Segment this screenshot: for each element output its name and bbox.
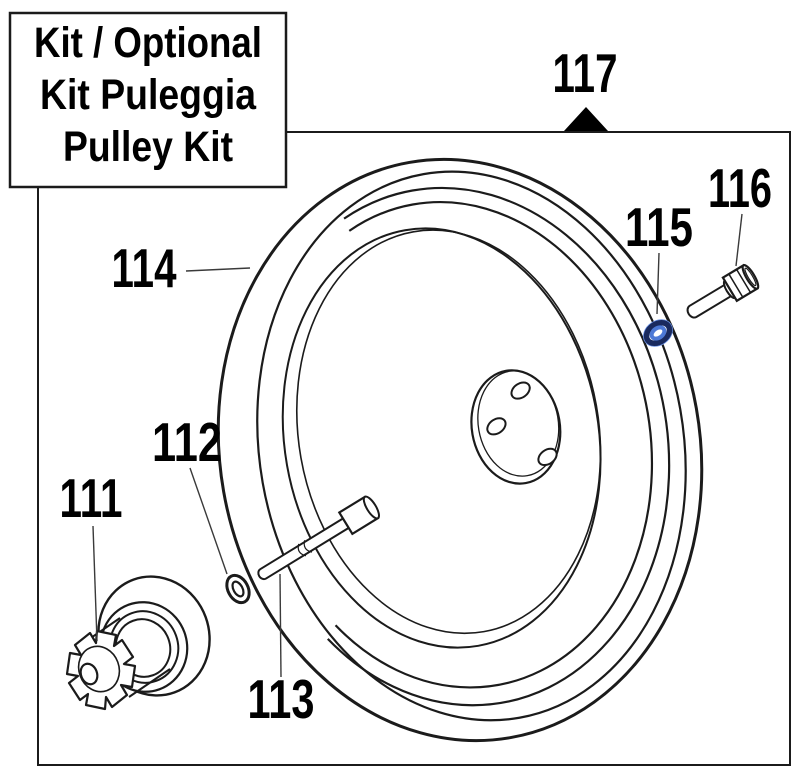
pulley-groove-ring-4 [334,201,654,689]
washer-112-hole [231,580,245,598]
bolt-113-head-cap [362,495,380,520]
bolt-116-head-cap [741,264,760,290]
hub-hole-top [510,381,531,400]
part-label-113: 113 [248,668,315,730]
bolt-116 [686,263,760,319]
leader-116 [735,213,743,267]
leader-111 [92,525,98,642]
title-box-frame [8,11,288,189]
pulley-hub-inner-edge [477,370,560,477]
part-label-117: 117 [553,42,618,104]
pulley-hub [470,369,562,485]
bolt-116-shaft [686,282,735,319]
part-label-116: 116 [708,157,772,219]
pulley-outer-rim [216,157,704,743]
leader-112 [189,467,228,575]
part-label-112: 112 [152,411,222,473]
part-label-115: 115 [625,196,693,258]
hub-hole-bottom [537,447,558,467]
part-label-111: 111 [60,467,123,529]
title-box: Kit / Optional Kit Puleggia Pulley Kit [8,11,288,189]
leader-114 [185,267,251,272]
pulley-face-lip-inner [295,229,602,635]
bolt-116-hex-facets [728,269,751,298]
pulley-groove-ring-2 [256,170,687,722]
leader-115 [656,252,660,315]
pulley-114 [216,157,704,743]
bolt-113-break-marks [297,540,313,557]
coupling-center-hole [79,662,99,686]
bolt-113 [257,495,380,581]
hub-hole-left [486,417,507,436]
part-label-114: 114 [112,237,177,299]
bolt-113-shaft [257,517,351,581]
pulley-face-lip-outer [281,227,602,649]
washer-112 [225,573,251,605]
washer-115-dark-ring [643,319,673,347]
coupling-gear-teeth [65,629,137,711]
title-line-1: Kit / Optional [34,19,262,67]
title-line-2: Kit Puleggia [40,71,257,119]
washer-115 [643,319,673,347]
pulley-groove-ring-3 [326,186,671,707]
leader-113 [279,573,282,678]
coupling-111 [65,575,211,711]
title-line-3: Pulley Kit [63,123,233,171]
marker-117-triangle-icon [564,107,608,131]
washer-115-hole [654,330,662,336]
